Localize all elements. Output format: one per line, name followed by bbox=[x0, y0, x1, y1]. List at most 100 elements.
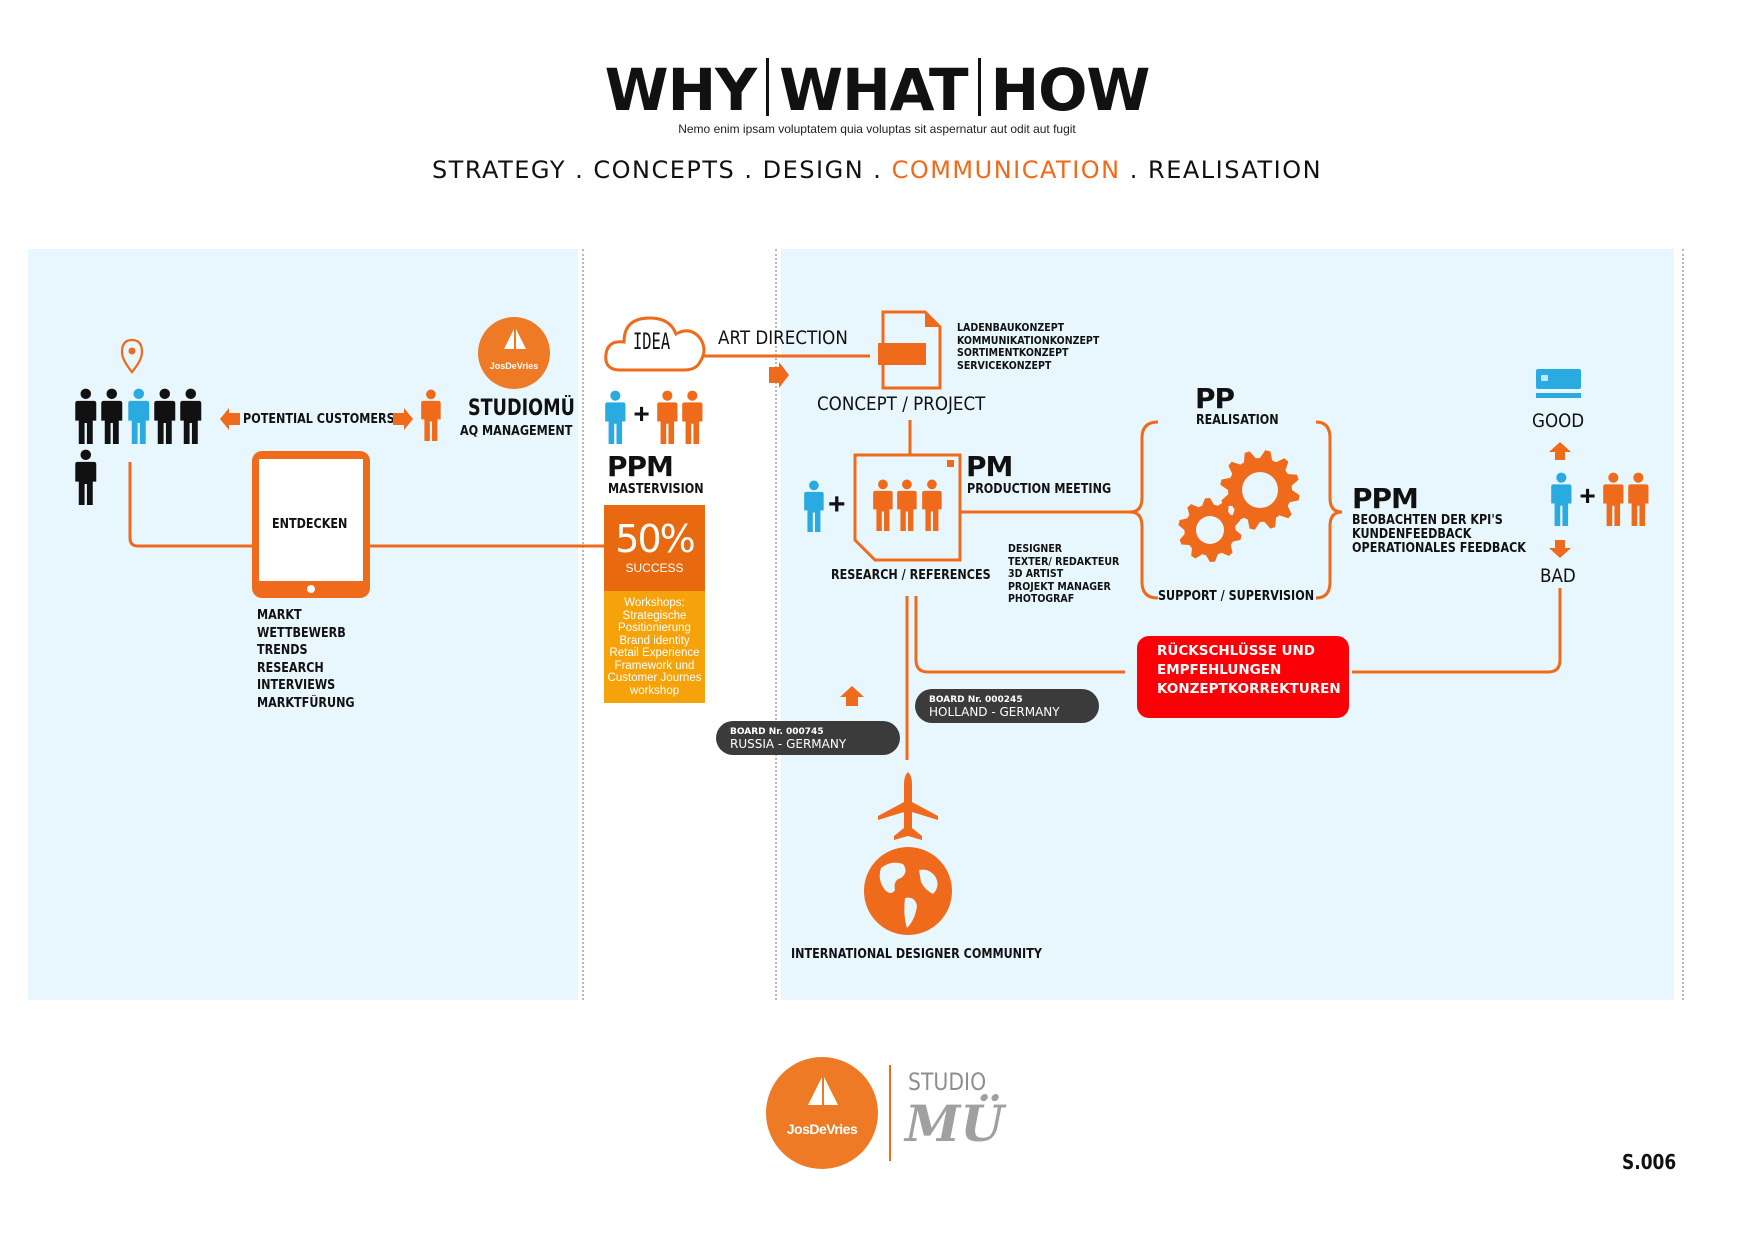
divider-dotted bbox=[582, 249, 584, 1000]
footer-divider bbox=[889, 1065, 891, 1161]
ppm-title: PPM bbox=[607, 450, 674, 483]
pp-sub: REALISATION bbox=[1196, 413, 1279, 428]
potential-customers-label: POTENTIAL CUSTOMERS bbox=[243, 412, 395, 427]
credit-card-icon bbox=[1536, 369, 1581, 399]
footer-josdevries-logo: JosDeVries bbox=[766, 1057, 878, 1169]
list-item: Positionierung bbox=[618, 622, 691, 634]
concept-project-label: CONCEPT / PROJECT bbox=[817, 393, 986, 415]
studio-mu-mark: MÜ bbox=[905, 1094, 1004, 1153]
arrow-right-icon bbox=[393, 408, 413, 430]
board-pill[interactable]: BOARD Nr. 000745 RUSSIA - GERMANY bbox=[716, 721, 900, 755]
subtitle: Nemo enim ipsam voluptatem quia voluptas… bbox=[678, 122, 1076, 136]
nav-separator: . bbox=[565, 156, 594, 184]
airplane-icon bbox=[878, 772, 938, 840]
arrow-left-icon bbox=[220, 408, 240, 430]
arrow-up-icon bbox=[1549, 442, 1571, 460]
sail-icon bbox=[504, 329, 526, 349]
support-label: SUPPORT / SUPERVISION bbox=[1158, 589, 1315, 604]
title-what: WHAT bbox=[779, 56, 968, 124]
list-item: TRENDS bbox=[257, 643, 308, 658]
list-item: EMPFEHLUNGEN bbox=[1157, 662, 1282, 678]
list-item: Strategische bbox=[622, 609, 687, 622]
list-item: KOMMUNIKATIONKONZEPT bbox=[957, 333, 1100, 347]
list-item: PROJEKT MANAGER bbox=[1008, 579, 1111, 593]
ppm-team-icon: + bbox=[604, 390, 706, 449]
nav-item-realisation[interactable]: REALISATION bbox=[1148, 156, 1323, 184]
list-item: RÜCKSCHLÜSSE UND bbox=[1157, 643, 1315, 659]
research-label: RESEARCH / REFERENCES bbox=[831, 568, 991, 583]
pm-team-icon bbox=[872, 479, 945, 536]
board-route: HOLLAND - GERMANY bbox=[929, 705, 1060, 719]
list-item: TEXTER/ REDAKTEUR bbox=[1008, 554, 1120, 568]
list-item: SORTIMENTKONZEPT bbox=[957, 346, 1069, 359]
tablet-screen bbox=[259, 459, 363, 581]
nav-separator: . bbox=[735, 156, 763, 184]
crowd-icon bbox=[74, 388, 210, 505]
list-item: 3D ARTIST bbox=[1008, 567, 1064, 580]
page-number: S.006 bbox=[1622, 1150, 1677, 1174]
nav-item-strategy[interactable]: STRATEGY bbox=[431, 156, 566, 184]
divider-dotted bbox=[775, 249, 777, 1000]
feedback-team-icon: + bbox=[1550, 472, 1652, 531]
person-icon bbox=[1628, 472, 1649, 526]
josdevries-logo: JosDeVries bbox=[478, 317, 550, 389]
list-item: LADENBAUKONZEPT bbox=[957, 321, 1065, 334]
person-icon bbox=[101, 388, 123, 444]
nav-separator: . bbox=[1120, 156, 1149, 184]
tablet-button bbox=[307, 585, 315, 593]
community-label: INTERNATIONAL DESIGNER COMMUNITY bbox=[791, 947, 1042, 962]
art-direction-label: ART DIRECTION bbox=[718, 327, 848, 349]
person-icon bbox=[656, 390, 678, 444]
plus-icon: + bbox=[1579, 480, 1596, 511]
board-pill[interactable]: BOARD Nr. 000245 HOLLAND - GERMANY bbox=[915, 689, 1099, 723]
person-icon bbox=[605, 390, 626, 444]
nav-item-communication[interactable]: COMMUNICATION bbox=[891, 156, 1121, 184]
nav-item-concepts[interactable]: CONCEPTS bbox=[593, 156, 736, 184]
list-item: MARKTFÜRUNG bbox=[257, 695, 355, 711]
person-icon bbox=[682, 390, 703, 444]
globe-icon bbox=[864, 847, 952, 935]
person-icon bbox=[421, 389, 441, 441]
tablet-label: ENTDECKEN bbox=[272, 517, 348, 532]
person-icon bbox=[1602, 472, 1624, 526]
person-icon bbox=[897, 479, 918, 531]
list-item: WETTBEWERB bbox=[257, 625, 346, 641]
idea-label: IDEA bbox=[633, 330, 671, 355]
person-icon bbox=[804, 480, 824, 532]
pp-title: PP bbox=[1195, 382, 1235, 415]
list-item: Customer Journes bbox=[607, 672, 702, 684]
studio-sub: AQ MANAGEMENT bbox=[460, 424, 573, 439]
play-arrow-icon bbox=[769, 362, 789, 388]
manager-person-icon bbox=[420, 389, 444, 446]
list-item: DESIGNER bbox=[1008, 542, 1063, 555]
person-icon bbox=[1551, 472, 1572, 526]
person-icon bbox=[154, 388, 176, 444]
footer-logo-text: JosDeVries bbox=[786, 1121, 858, 1137]
bad-label: BAD bbox=[1540, 565, 1576, 587]
person-icon bbox=[873, 479, 893, 531]
nav-item-design[interactable]: DESIGN bbox=[762, 156, 865, 184]
list-item: Brand identity bbox=[619, 634, 690, 647]
board-number: BOARD Nr. 000745 bbox=[730, 727, 824, 737]
person-icon bbox=[75, 388, 97, 444]
title-divider bbox=[977, 58, 981, 116]
plus-icon: + bbox=[828, 488, 846, 521]
ppm-feedback-title: PPM bbox=[1352, 482, 1419, 515]
board-route: RUSSIA - GERMANY bbox=[730, 737, 847, 751]
list-item: KUNDENFEEDBACK bbox=[1352, 527, 1472, 542]
divider-dotted bbox=[1682, 249, 1684, 1000]
list-item: Framework und bbox=[614, 659, 695, 672]
studio-word: STUDIO bbox=[908, 1068, 987, 1096]
footer-sail-icon bbox=[808, 1077, 838, 1105]
person-icon bbox=[75, 449, 97, 505]
title-divider bbox=[766, 58, 770, 116]
list-item: BEOBACHTEN DER KPI'S bbox=[1352, 513, 1503, 528]
pm-title: PM bbox=[966, 450, 1013, 483]
